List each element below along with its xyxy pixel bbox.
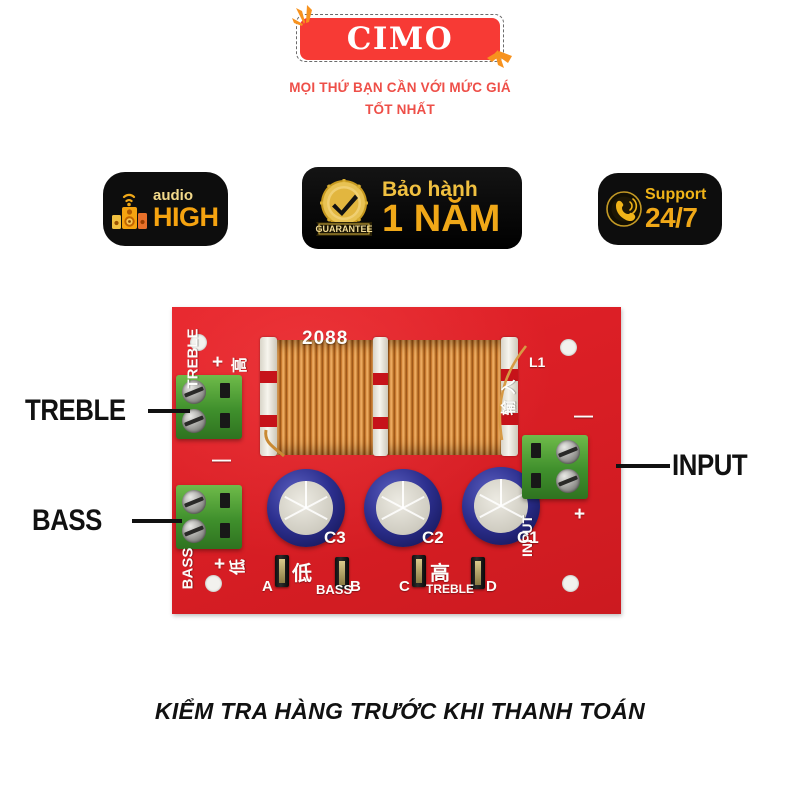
badge-audio-line-1: audio [153,186,193,204]
silkscreen-jumper-c: C [399,578,410,595]
silkscreen-part-number: 2088 [302,328,349,349]
terminal-screw [556,469,580,493]
capacitor-vent [376,481,430,535]
coil-lead-wire [264,429,285,458]
silkscreen-cn-low: 低 [228,558,248,576]
jumper-c [412,555,426,587]
coil-lead-wire [498,345,528,441]
mounting-hole [190,334,207,351]
terminal-screw [182,409,206,433]
silkscreen-bass-label: BASS [179,547,197,590]
terminal-wire-slot [220,523,230,538]
badge-audio-high: audio HIGH [103,172,228,246]
copper-winding [268,340,510,455]
mounting-hole [562,575,579,592]
silkscreen-treble-label: TREBLE [184,328,202,389]
silkscreen-polarity-plus: + [212,352,224,373]
jumper-d [471,557,485,589]
air-core-inductor [260,337,528,458]
callout-label-treble: TREBLE [25,394,126,427]
capacitor-vent [474,479,528,533]
silkscreen-jumper-d: D [486,578,497,595]
silkscreen-cap-c2: C2 [422,528,444,547]
silkscreen-jumper-group-cn-high: 高 [430,561,450,585]
tagline-line-2: TỐT NHẤT [365,102,435,117]
silkscreen-jumper-b: B [350,578,361,595]
silkscreen-cn-input: 输入 [499,373,518,416]
capacitor-vent [279,481,333,535]
terminal-screw [182,519,206,543]
banner-dashed-border [296,14,504,62]
silkscreen-polarity-plus: + [574,504,586,525]
badge-support-line-1: Support [645,185,707,203]
electrolytic-capacitor [364,469,442,547]
mounting-hole [560,339,577,356]
badge-audio-line-2: HIGH [153,201,219,232]
badge-support: Support 24/7 [598,173,722,245]
seal-ribbon-text: GUARANTEE [315,224,372,234]
footer-notice: KIỂM TRA HÀNG TRƯỚC KHI THANH TOÁN [154,698,646,724]
silkscreen-jumper-group-bass: BASS [316,582,353,597]
mounting-hole [205,575,222,592]
jumper-a [275,555,289,587]
callout-leader-line [132,519,182,523]
electrolytic-capacitor [267,469,345,547]
treble-terminal-block [176,375,242,439]
callout-label-bass: BASS [32,504,102,537]
silkscreen-cn-high: 高 [230,356,250,374]
silkscreen-polarity-minus: — [212,450,231,471]
silkscreen-jumper-group-treble: TREBLE [426,582,474,596]
brand-banner: CIMO [292,5,512,68]
silkscreen-polarity-minus: — [574,406,593,427]
silkscreen-jumper-group-cn-low: 低 [292,561,312,585]
tagline-line-1: MỌI THỨ BẠN CẦN VỚI MỨC GIÁ [289,80,511,95]
badge-warranty: GUARANTEE Bảo hành 1 NĂM [302,167,522,249]
silkscreen-inductor-ref: L1 [529,354,546,370]
badge-warranty-line-2: 1 NĂM [382,198,501,241]
electrolytic-capacitor [462,467,540,545]
terminal-wire-slot [531,473,541,488]
terminal-screw [182,490,206,514]
pcb-crossover-board: 2088 L1 TREBLE BASS INPUT 高 低 输入 + — + —… [172,307,621,614]
terminal-wire-slot [220,493,230,508]
callout-leader-line [616,464,670,468]
bass-terminal-block [176,485,242,549]
badge-support-text: Support 24/7 [645,185,707,233]
bobbin-flange [260,337,277,456]
banner-fill: CIMO [300,18,500,60]
input-terminal-block [522,435,588,499]
badge-warranty-text: Bảo hành 1 NĂM [382,178,501,241]
brand-name: CIMO [346,20,454,57]
silkscreen-polarity-plus: + [214,554,226,575]
callout-leader-line [148,409,190,413]
callout-label-input: INPUT [672,449,748,482]
guarantee-seal-check-icon: GUARANTEE [310,174,378,242]
jumper-b [335,557,349,589]
terminal-wire-slot [220,413,230,428]
badge-support-line-2: 24/7 [645,201,698,233]
terminal-screw [182,380,206,404]
silkscreen-cap-c3: C3 [324,528,346,547]
badge-audio-text: audio HIGH [153,188,219,231]
terminal-wire-slot [220,383,230,398]
speaker-signal-icon [111,185,151,233]
terminal-wire-slot [531,443,541,458]
silkscreen-jumper-a: A [262,578,273,595]
terminal-screw [556,440,580,464]
ribbon-bow-icon [484,44,516,76]
silkscreen-cap-c1: C1 [517,528,539,547]
badge-warranty-line-1: Bảo hành [382,178,478,202]
bobbin-flange [373,337,388,456]
ribbon-bow-icon [290,2,322,34]
phone-ringing-icon [605,190,643,228]
